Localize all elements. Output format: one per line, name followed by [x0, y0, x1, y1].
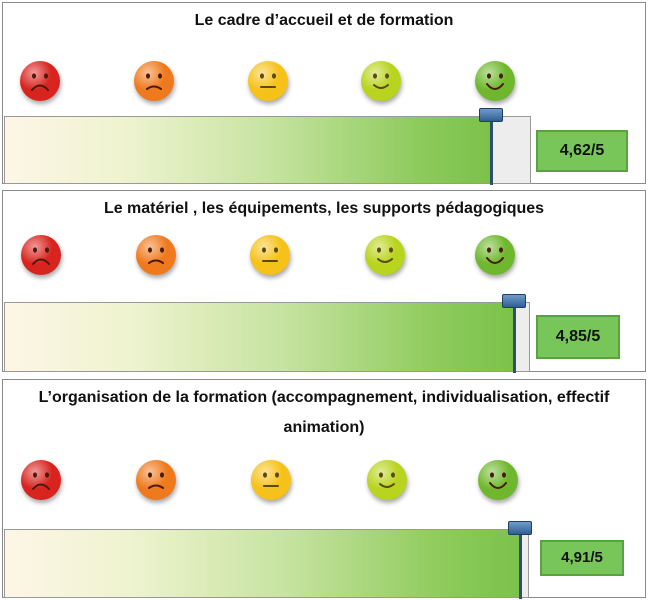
gauge-fill [5, 117, 490, 183]
gauge-fill [5, 303, 513, 371]
neutral-face-icon [248, 61, 288, 101]
smiling-face-icon [361, 61, 401, 101]
section-title: Le matériel , les équipements, les suppo… [103, 200, 545, 217]
gauge-marker-line [519, 530, 522, 599]
very-sad-face-icon [20, 61, 60, 101]
rating-panel-organisation: L’organisation de la formation (accompag… [2, 379, 646, 599]
gauge-marker-handle [502, 294, 526, 308]
very-sad-face-icon [21, 460, 61, 500]
neutral-face-icon [250, 235, 290, 275]
gauge-fill [5, 530, 519, 597]
satisfaction-gauge [4, 529, 529, 598]
sad-face-icon [134, 61, 174, 101]
score-badge: 4,91/5 [540, 540, 624, 576]
section-title: Le cadre d’accueil et de formation [194, 12, 454, 29]
smiling-face-icon [365, 235, 405, 275]
happy-face-icon [475, 235, 515, 275]
gauge-marker-line [513, 303, 516, 373]
rating-panel-accueil: Le cadre d’accueil et de formation 4,62/… [2, 2, 646, 185]
satisfaction-gauge [4, 116, 531, 184]
score-badge: 4,62/5 [536, 130, 628, 172]
gauge-marker-line [490, 117, 493, 185]
happy-face-icon [475, 61, 515, 101]
sad-face-icon [136, 235, 176, 275]
sad-face-icon [136, 460, 176, 500]
satisfaction-gauge [4, 302, 530, 372]
section-title-line1: L’organisation de la formation (accompag… [38, 389, 610, 406]
very-sad-face-icon [21, 235, 61, 275]
gauge-marker-handle [508, 521, 532, 535]
section-title-line2: animation) [283, 419, 365, 436]
score-badge: 4,85/5 [536, 315, 620, 359]
neutral-face-icon [251, 460, 291, 500]
rating-panel-materiel: Le matériel , les équipements, les suppo… [2, 190, 646, 373]
happy-face-icon [478, 460, 518, 500]
gauge-marker-handle [479, 108, 503, 122]
smiling-face-icon [367, 460, 407, 500]
